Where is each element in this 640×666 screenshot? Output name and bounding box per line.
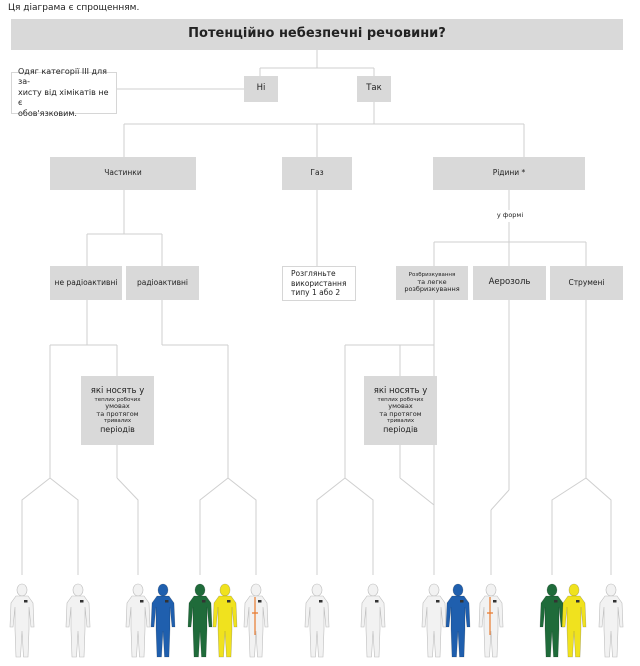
liquids-box: Рідини * <box>433 157 585 190</box>
answer-no-box: Ні <box>244 76 278 102</box>
warm-line1: які носять у <box>373 386 428 397</box>
white-suit-icon <box>125 583 151 663</box>
warm-line3: умовах <box>388 402 413 411</box>
warm-line4: та протягом <box>96 409 139 418</box>
radioactive-box: радіоактивні <box>126 266 199 300</box>
warm-line1: які носять у <box>90 386 145 397</box>
white-suit-icon <box>304 583 330 663</box>
gas-box: Газ <box>282 157 352 190</box>
warm-line3: умовах <box>105 402 130 411</box>
warm-line5: тривалих <box>386 418 415 425</box>
white-suit-icon <box>65 583 91 663</box>
disclaimer-note: Ця діаграма є спрощенням. <box>8 3 140 13</box>
white-orange-suit-icon <box>243 583 269 663</box>
no-requirement-result: Одяг категорії III для за- хисту від хім… <box>11 67 117 118</box>
yellow-suit-icon <box>212 583 238 663</box>
warm-line2: теплих робочих <box>377 397 424 403</box>
blue-suit-icon <box>150 583 176 663</box>
warm-line6: періодів <box>383 424 418 434</box>
warm-line2: теплих робочих <box>94 397 141 403</box>
white-suit-icon <box>9 583 35 663</box>
splash-light-label: та легке розбризкування <box>404 277 460 294</box>
form-label: у формі <box>496 211 524 219</box>
yellow-suit-icon <box>561 583 587 663</box>
splash-small-label: Розбризкування <box>408 272 456 279</box>
white-orange-suit-icon <box>478 583 504 663</box>
warm-line6: періодів <box>100 424 135 434</box>
white-suit-icon <box>360 583 386 663</box>
non-radioactive-box: не радіоактивні <box>50 266 122 300</box>
blue-suit-icon <box>445 583 471 663</box>
answer-yes-box: Так <box>357 76 391 102</box>
splash-box: Розбризкування та легке розбризкування <box>396 266 468 300</box>
warm-conditions-box-right: які носять у теплих робочих умовах та пр… <box>364 376 437 445</box>
particles-box: Частинки <box>50 157 196 190</box>
gas-result: Розгляньте використання типу 1 або 2 <box>282 266 356 301</box>
warm-conditions-box-left: які носять у теплих робочих умовах та пр… <box>81 376 154 445</box>
warm-line4: та протягом <box>379 409 422 418</box>
white-suit-icon <box>598 583 624 663</box>
aerosol-box: Аерозоль <box>473 266 546 300</box>
question-box: Потенційно небезпечні речовини? <box>11 19 623 50</box>
white-suit-icon <box>421 583 447 663</box>
jet-box: Струмені <box>550 266 623 300</box>
green-suit-icon <box>187 583 213 663</box>
warm-line5: тривалих <box>103 418 132 425</box>
